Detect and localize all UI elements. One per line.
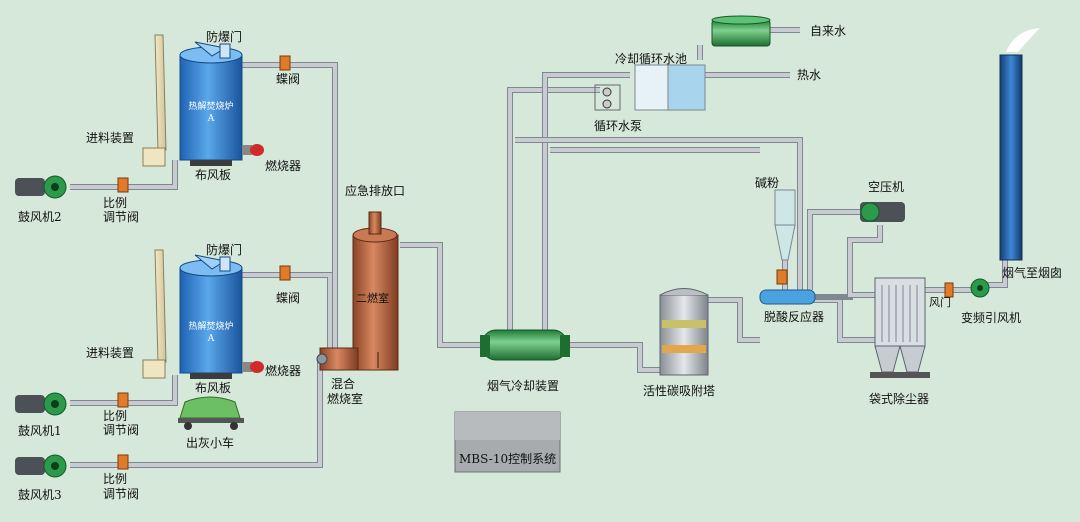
control-system-box <box>454 411 561 473</box>
label-butterfly-valve-b: 蝶阀 <box>276 291 301 305</box>
label-blower-2: 鼓风机2 <box>18 210 62 224</box>
ash-cart <box>178 396 244 430</box>
pipe-network <box>70 27 1008 468</box>
label-air-plate-a: 布风板 <box>195 168 232 182</box>
label-feeder-a: 进料装置 <box>86 131 135 145</box>
label-burner-a: 燃烧器 <box>265 159 302 173</box>
label-furnace-a-letter: A <box>207 114 215 124</box>
label-ash-cart: 出灰小车 <box>186 436 235 450</box>
blower-2 <box>15 175 67 199</box>
label-bag-filter: 袋式除尘器 <box>869 392 930 406</box>
label-cooling-pool: 冷却循环水池 <box>615 52 688 66</box>
secondary-chamber <box>316 211 399 371</box>
label-mixed-chamber-l1: 混合 <box>331 377 356 391</box>
chimney <box>999 28 1040 261</box>
label-deacid-reactor: 脱酸反应器 <box>764 310 825 324</box>
alkali-silo <box>774 189 796 261</box>
tap-water-tank <box>711 15 771 47</box>
air-compressor <box>860 202 905 222</box>
label-butterfly-valve-a: 蝶阀 <box>276 72 301 86</box>
label-furnace-a-name: 热解焚烧炉 <box>188 102 234 112</box>
damper <box>944 282 954 298</box>
label-ratio-valve-1-l2: 调节阀 <box>103 423 140 437</box>
label-ratio-valve-3-l2: 调节阀 <box>103 487 140 501</box>
label-control-system: MBS-10控制系统 <box>459 452 557 466</box>
bag-filter <box>870 277 930 378</box>
label-emergency-vent: 应急排放口 <box>345 184 406 198</box>
blower-1 <box>15 392 67 416</box>
feeder-b <box>142 249 167 379</box>
label-air-damper: 风门 <box>929 296 951 309</box>
label-blower-1: 鼓风机1 <box>18 424 62 438</box>
label-explosion-door-a: 防爆门 <box>206 30 243 44</box>
label-explosion-door-b: 防爆门 <box>206 243 243 257</box>
cooling-pool <box>634 64 706 111</box>
burner-a <box>242 144 264 156</box>
label-furnace-b-letter: A <box>207 334 215 344</box>
burner-b <box>242 361 264 373</box>
label-secondary-chamber: 二燃室 <box>356 292 389 305</box>
label-flue-cooler: 烟气冷却装置 <box>487 379 560 393</box>
label-alkali-powder: 碱粉 <box>755 176 780 190</box>
label-tap-water: 自来水 <box>810 24 847 38</box>
feeder-a <box>142 34 167 167</box>
circulation-pump <box>594 84 621 111</box>
label-circ-pump: 循环水泵 <box>594 119 643 133</box>
blower-3 <box>15 454 67 478</box>
label-ratio-valve-3-l1: 比例 <box>103 472 128 486</box>
label-furnace-b-name: 热解焚烧炉 <box>188 322 234 332</box>
label-air-compressor: 空压机 <box>868 180 905 194</box>
deacid-reactor <box>759 289 816 305</box>
furnace-a <box>179 41 243 166</box>
label-hot-water: 热水 <box>797 68 822 82</box>
label-feeder-b: 进料装置 <box>86 346 135 360</box>
label-burner-b: 燃烧器 <box>265 364 302 378</box>
valves <box>117 55 788 470</box>
label-blower-3: 鼓风机3 <box>18 488 62 502</box>
carbon-tower <box>659 288 709 376</box>
label-ratio-valve-1-l1: 比例 <box>103 409 128 423</box>
vfd-fan <box>970 278 990 298</box>
label-ratio-valve-2-l2: 调节阀 <box>103 210 140 224</box>
furnace-b <box>179 254 243 379</box>
label-to-chimney: 烟气至烟囱 <box>1002 266 1063 280</box>
flue-cooler <box>480 329 570 361</box>
label-air-plate-b: 布风板 <box>195 381 232 395</box>
label-mixed-chamber-l2: 燃烧室 <box>327 392 364 406</box>
label-carbon-tower: 活性碳吸附塔 <box>643 384 716 398</box>
label-ratio-valve-2-l1: 比例 <box>103 196 128 210</box>
label-vfd-fan: 变频引风机 <box>961 311 1022 325</box>
